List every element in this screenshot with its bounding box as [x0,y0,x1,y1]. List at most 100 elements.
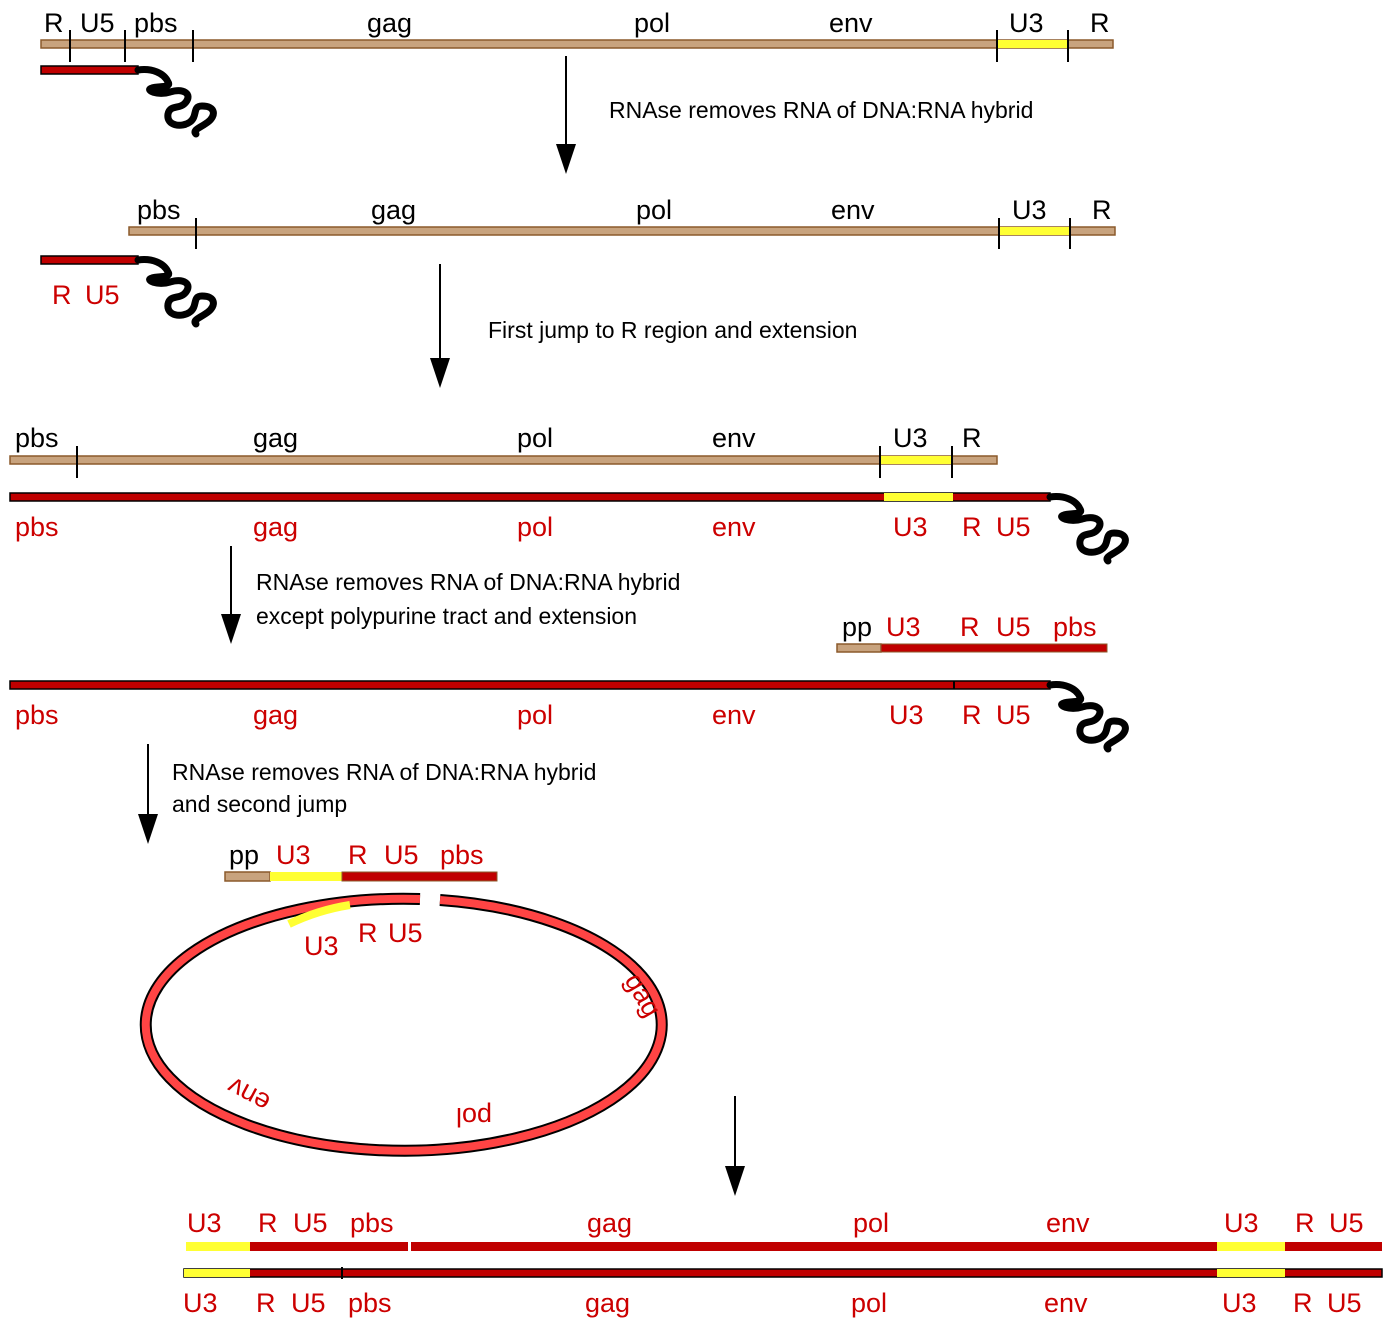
step-note: First jump to R region and extension [488,317,857,343]
top-label-u5: U5 [293,1208,328,1238]
arrowhead-icon [138,814,158,844]
pp-fragment [224,871,271,882]
u3-region [997,40,1068,48]
dna-label-u5: U5 [85,280,120,310]
rna-label-r: R [1092,195,1112,225]
rna-label-pbs: pbs [15,423,59,453]
rna-label-gag: gag [371,195,416,225]
bottom-label-r-end: R [1293,1288,1313,1318]
dna-label-u5: U5 [996,512,1031,542]
dna-label-pol: pol [517,700,553,730]
rna-label-u5: U5 [80,8,115,38]
trna-icon [1050,497,1125,561]
dna-label-r: R [962,512,982,542]
step-note-line-2: and second jump [172,791,347,817]
stage-3: pbs gag pol env U3 R pbs gag pol env U3 … [9,423,1125,644]
u3-region [287,901,351,928]
u3-region [884,493,953,501]
plus-strand-fragment [880,643,1108,653]
rna-label-env: env [831,195,875,225]
u3-region [1217,1242,1285,1251]
ring-label-u3: U3 [304,931,339,961]
pp-fragment [836,643,882,653]
ring-label-pol: pol [456,1102,492,1132]
fragment-label-u3: U3 [276,840,311,870]
fragment-label-pp: pp [229,840,259,870]
dna-strand [9,680,1051,690]
dna-strand [1285,1242,1382,1251]
fragment-label-u3: U3 [886,612,921,642]
plus-strand-fragment [341,871,498,882]
trna-icon [1050,685,1125,749]
dna-label-r: R [962,700,982,730]
rna-label-pbs: pbs [137,195,181,225]
dna-strand [411,1242,1217,1251]
rna-label-u3: U3 [1012,195,1047,225]
fragment-label-r: R [348,840,368,870]
top-label-u5-end: U5 [1329,1208,1364,1238]
rna-strand [40,39,1114,49]
dna-label-r: R [52,280,72,310]
bottom-label-env: env [1044,1288,1088,1318]
circular-dna-fill [141,894,666,1155]
fragment-label-pbs: pbs [1053,612,1097,642]
top-label-u3: U3 [187,1208,222,1238]
ring-label-env: env [222,1071,275,1118]
dna-label-u3: U3 [889,700,924,730]
dna-label-u3: U3 [893,512,928,542]
u3-region [186,1242,250,1251]
stage-6: U3 R U5 pbs gag pol env U3 R U5 U3 R U5 … [183,1208,1383,1318]
top-label-env: env [1046,1208,1090,1238]
ring-label-r: R [358,918,378,948]
rna-label-pol: pol [636,195,672,225]
rna-label-u3: U3 [893,423,928,453]
top-label-pbs: pbs [350,1208,394,1238]
step-note: RNAse removes RNA of DNA:RNA hybrid [609,97,1033,123]
dna-label-pol: pol [517,512,553,542]
trna-icon [138,70,213,134]
fragment-label-pbs: pbs [440,840,484,870]
dna-label-env: env [712,700,756,730]
arrowhead-icon [221,614,241,644]
top-label-r-end: R [1295,1208,1315,1238]
dna-strand [183,1268,1383,1278]
stage-4: pp U3 R U5 pbs pbs gag pol env U3 R U5 R… [9,612,1125,844]
step-note-line-1: RNAse removes RNA of DNA:RNA hybrid [172,759,596,785]
rna-strand [9,455,998,465]
bottom-label-u5: U5 [291,1288,326,1318]
u3-region [1217,1269,1285,1277]
top-label-u3-end: U3 [1224,1208,1259,1238]
dna-primer [40,65,139,75]
fragment-label-r: R [960,612,980,642]
stage-1: R U5 pbs gag pol env U3 R RNAse removes … [40,8,1114,174]
dna-label-gag: gag [253,512,298,542]
stage-2: pbs gag pol env U3 R R U5 First jump to … [40,195,1116,388]
arrowhead-icon [430,358,450,388]
top-label-r: R [258,1208,278,1238]
dna-label-env: env [712,512,756,542]
step-note-line-1: RNAse removes RNA of DNA:RNA hybrid [256,569,680,595]
dna-label-pbs: pbs [15,512,59,542]
step-note-line-2: except polypurine tract and extension [256,603,637,629]
u3-region [270,872,342,881]
rna-label-env: env [712,423,756,453]
arrowhead-icon [556,144,576,174]
rna-label-u3: U3 [1009,8,1044,38]
rna-label-pol: pol [634,8,670,38]
ring-label-u5: U5 [388,918,423,948]
dna-label-gag: gag [253,700,298,730]
rna-label-r: R [44,8,64,38]
dna-strand [250,1242,408,1251]
arrowhead-icon [725,1166,745,1196]
bottom-label-pbs: pbs [348,1288,392,1318]
fragment-label-pp: pp [842,612,872,642]
bottom-label-r: R [256,1288,276,1318]
rna-label-r: R [962,423,982,453]
u3-region [999,227,1070,235]
bottom-label-u5-end: U5 [1327,1288,1362,1318]
rna-label-pbs: pbs [134,8,178,38]
bottom-label-gag: gag [585,1288,630,1318]
top-label-pol: pol [853,1208,889,1238]
dna-label-u5: U5 [996,700,1031,730]
